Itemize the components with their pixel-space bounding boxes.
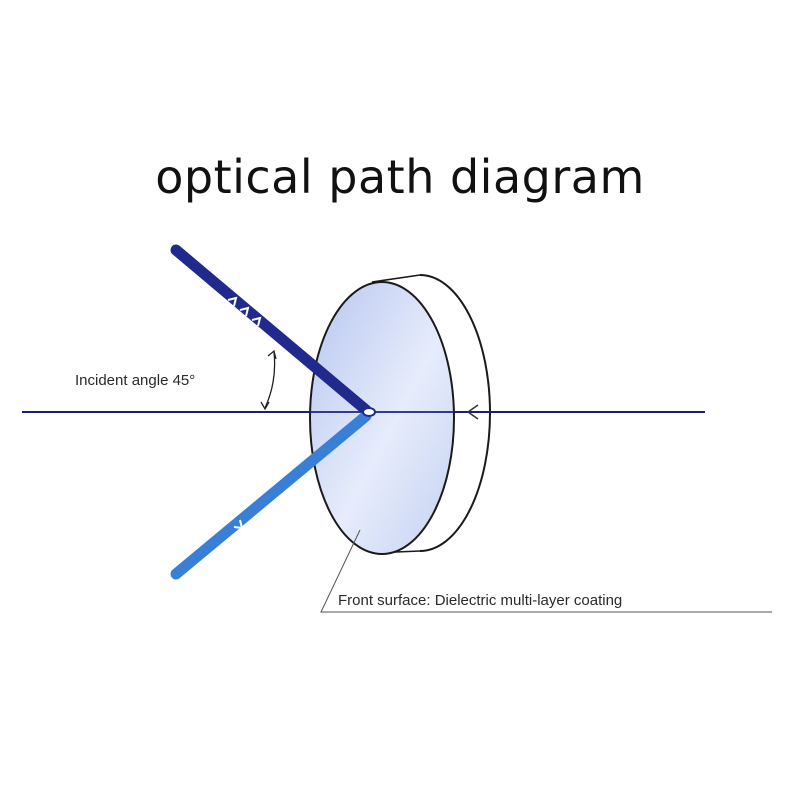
front-surface-leader-line bbox=[320, 529, 772, 613]
incident-beam bbox=[170, 244, 372, 416]
angle-arrow-down-icon bbox=[260, 401, 270, 411]
incident-direction-chevrons-icon bbox=[227, 296, 262, 327]
lens-front-surface bbox=[309, 281, 455, 555]
reflected-direction-chevron-icon bbox=[233, 519, 244, 530]
lens-top-edge bbox=[371, 274, 421, 283]
reflected-beam bbox=[170, 410, 372, 580]
axis-arrow-icon bbox=[466, 404, 479, 420]
incident-angle-label: Incident angle 45° bbox=[75, 372, 195, 389]
angle-arrow-up-icon bbox=[267, 349, 277, 360]
page-title: optical path diagram bbox=[155, 150, 645, 204]
incident-angle-arc bbox=[264, 351, 276, 409]
incidence-point bbox=[362, 407, 376, 417]
front-surface-label: Front surface: Dielectric multi-layer co… bbox=[338, 592, 622, 609]
